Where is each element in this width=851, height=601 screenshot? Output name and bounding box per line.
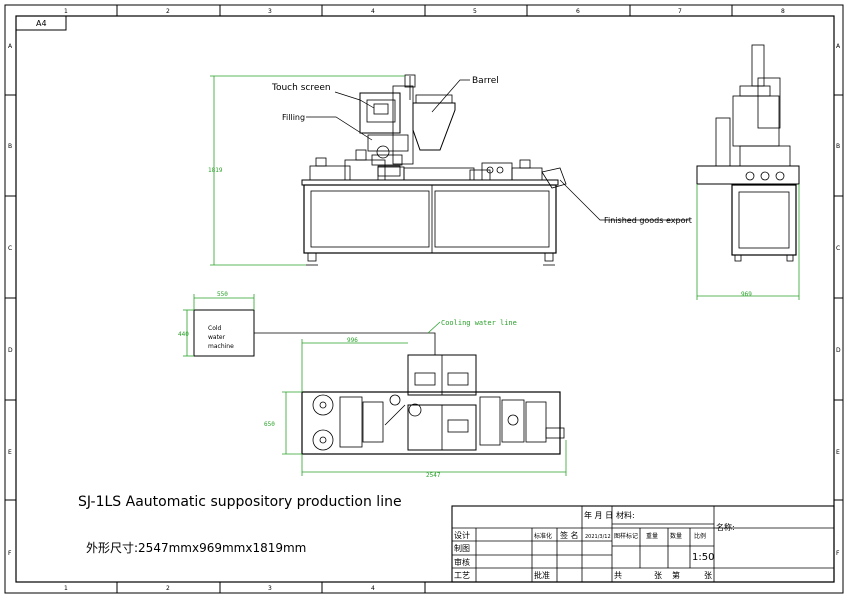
draw-label: 制图 <box>454 543 470 553</box>
row-label: E <box>836 449 840 456</box>
chiller-dimensions <box>183 294 255 357</box>
cold-water-label-2: water <box>208 334 226 341</box>
design-label: 设计 <box>454 530 470 540</box>
sign-label: 签 名 <box>560 530 579 540</box>
outer-frame <box>4 4 844 594</box>
col-label: 8 <box>781 8 785 15</box>
weight-label: 重量 <box>646 532 658 540</box>
col-label: 1 <box>64 8 68 15</box>
row-label: F <box>836 550 840 557</box>
col-label: 4 <box>371 8 375 15</box>
col-label: 5 <box>473 8 477 15</box>
chiller-height-dim-text: 440 <box>178 331 189 338</box>
date-header: 年 月 日 <box>584 510 613 520</box>
row-label: B <box>836 143 840 150</box>
page-label: 第 <box>672 570 680 580</box>
title-block-grid <box>451 505 835 583</box>
filling-label: Filling <box>282 113 305 122</box>
cooling-line-label: Cooling water line <box>441 319 517 327</box>
row-label: B <box>8 143 12 150</box>
col-label: 1 <box>64 585 68 592</box>
cold-water-label-1: Cold <box>208 325 222 332</box>
column-ticks <box>116 5 733 593</box>
col-label: 2 <box>166 585 170 592</box>
touch-screen-label: Touch screen <box>271 83 331 93</box>
mark-label: 图样标记 <box>614 532 638 540</box>
overall-size: 外形尺寸:2547mmx969mmx1819mm <box>86 541 306 555</box>
standardize-label: 标准化 <box>534 532 552 540</box>
col-label: 3 <box>268 585 272 592</box>
ratio-header: 比例 <box>694 532 706 540</box>
row-label: A <box>8 43 13 50</box>
date-value: 2021/3/12 <box>585 534 611 540</box>
row-label: C <box>836 245 840 252</box>
sheet-word-2: 张 <box>704 571 712 580</box>
chiller-width-dim-text: 550 <box>217 291 228 298</box>
title-block-text: 设计 制图 审核 工艺 标准化 签 名 批准 年 月 日 2021/3/12 材… <box>454 510 735 580</box>
finished-export-label: Finished goods export <box>604 216 692 225</box>
name-label: 名称: <box>716 522 735 532</box>
plan-height-dim-text: 650 <box>264 421 275 428</box>
col-label: 7 <box>678 8 682 15</box>
row-letters: A B C D E F A B C D E F <box>8 43 841 557</box>
plan-dimensions <box>282 339 567 476</box>
side-width-dimension <box>696 184 800 300</box>
cold-water-label-3: machine <box>208 343 234 350</box>
plan-top-dim-text: 996 <box>347 337 358 344</box>
row-label: D <box>8 347 13 354</box>
qty-label: 数量 <box>670 532 682 540</box>
height-dim-text: 1819 <box>208 167 223 174</box>
cooling-leader <box>427 321 441 334</box>
row-label: C <box>8 245 12 252</box>
check-label: 审核 <box>454 557 470 567</box>
column-numbers: 1 2 3 4 5 6 7 8 1 2 3 4 <box>64 8 785 592</box>
row-label: F <box>8 550 12 557</box>
height-dimension <box>210 75 405 266</box>
sheet-word: 张 <box>654 571 662 580</box>
plan-width-dim-text: 2547 <box>426 472 441 479</box>
sheet-size-label: A4 <box>36 19 47 28</box>
row-label: D <box>836 347 841 354</box>
col-label: 3 <box>268 8 272 15</box>
col-label: 6 <box>576 8 580 15</box>
drawing-title: SJ-1LS Aautomatic suppository production… <box>78 494 402 510</box>
process-label: 工艺 <box>454 571 470 580</box>
plan-view <box>301 354 565 455</box>
row-label: E <box>8 449 12 456</box>
sheet-size-box <box>15 15 67 31</box>
col-label: 4 <box>371 585 375 592</box>
approve-label: 批准 <box>534 570 550 580</box>
front-elevation <box>301 74 567 266</box>
material-label: 材料: <box>616 510 635 520</box>
row-ticks <box>5 94 843 501</box>
row-label: A <box>836 43 841 50</box>
side-elevation <box>696 44 800 262</box>
ratio-value: 1:50 <box>692 552 714 563</box>
total-label: 共 <box>614 571 622 580</box>
col-label: 2 <box>166 8 170 15</box>
front-leaders <box>306 79 690 221</box>
barrel-label: Barrel <box>472 76 499 86</box>
side-width-dim-text: 969 <box>741 291 752 298</box>
cooling-pipe <box>254 332 436 355</box>
